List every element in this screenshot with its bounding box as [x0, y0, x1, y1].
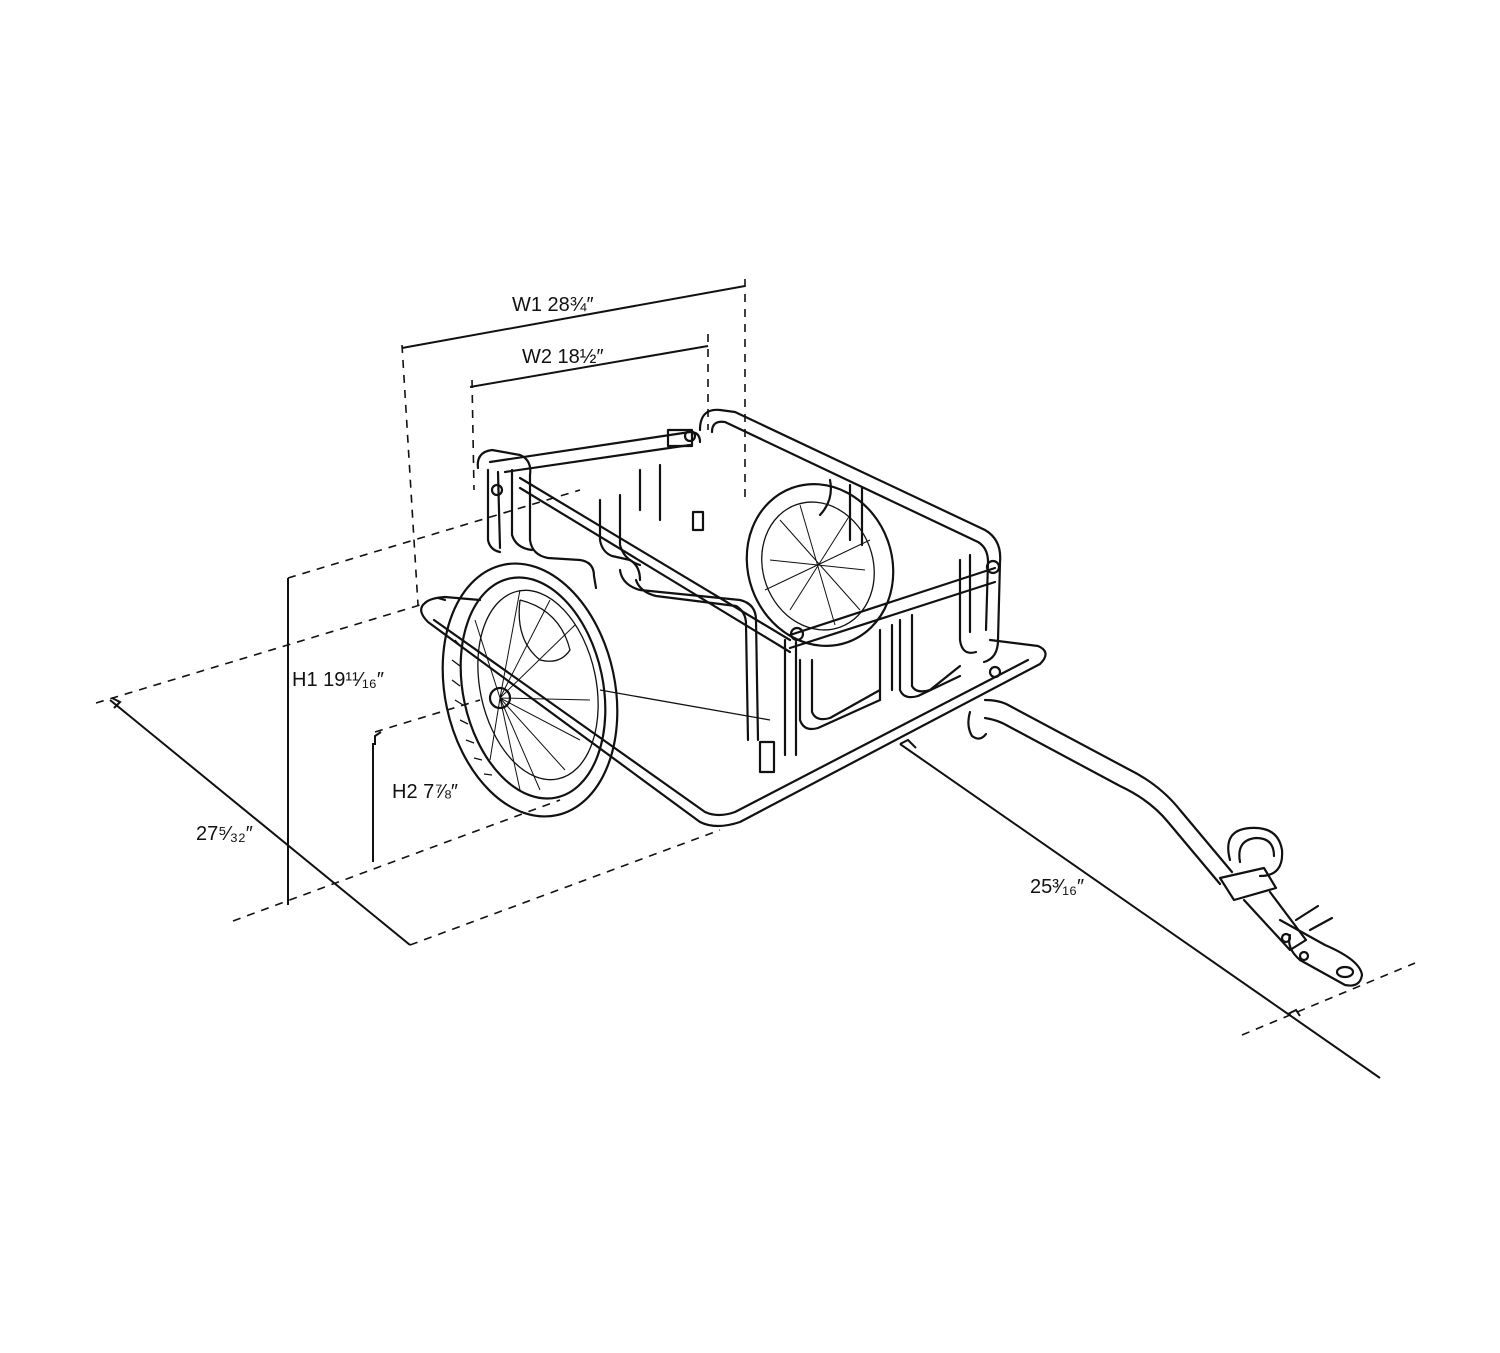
- bracket-bolts: [490, 428, 1002, 774]
- far-wheel: [745, 483, 895, 647]
- side-panels: [598, 463, 978, 757]
- tow-bar-hitch: [967, 698, 1364, 987]
- w2-label: W2 18½″: [522, 346, 604, 368]
- w1-label: W1 28¾″: [512, 294, 594, 316]
- length-dimension: 25³⁄₁₆″: [899, 738, 1416, 1079]
- w1-dimension: W1 28¾″: [401, 279, 746, 606]
- h2-label: H2 7⅞″: [392, 781, 458, 803]
- trailer-base: [420, 595, 1047, 828]
- h1-dimension: H1 19¹¹⁄₁₆″: [287, 489, 581, 905]
- cargo-trailer-illustration: [420, 408, 1364, 987]
- h2-dimension: H2 7⅞″: [372, 699, 481, 862]
- h1-label: H1 19¹¹⁄₁₆″: [292, 669, 384, 691]
- depth-dimension: 27⁵⁄₃₂″: [95, 604, 721, 946]
- length-label: 25³⁄₁₆″: [1030, 876, 1084, 898]
- depth-label: 27⁵⁄₃₂″: [196, 823, 253, 845]
- w2-dimension: W2 18½″: [469, 334, 709, 491]
- near-wheel: [441, 562, 619, 818]
